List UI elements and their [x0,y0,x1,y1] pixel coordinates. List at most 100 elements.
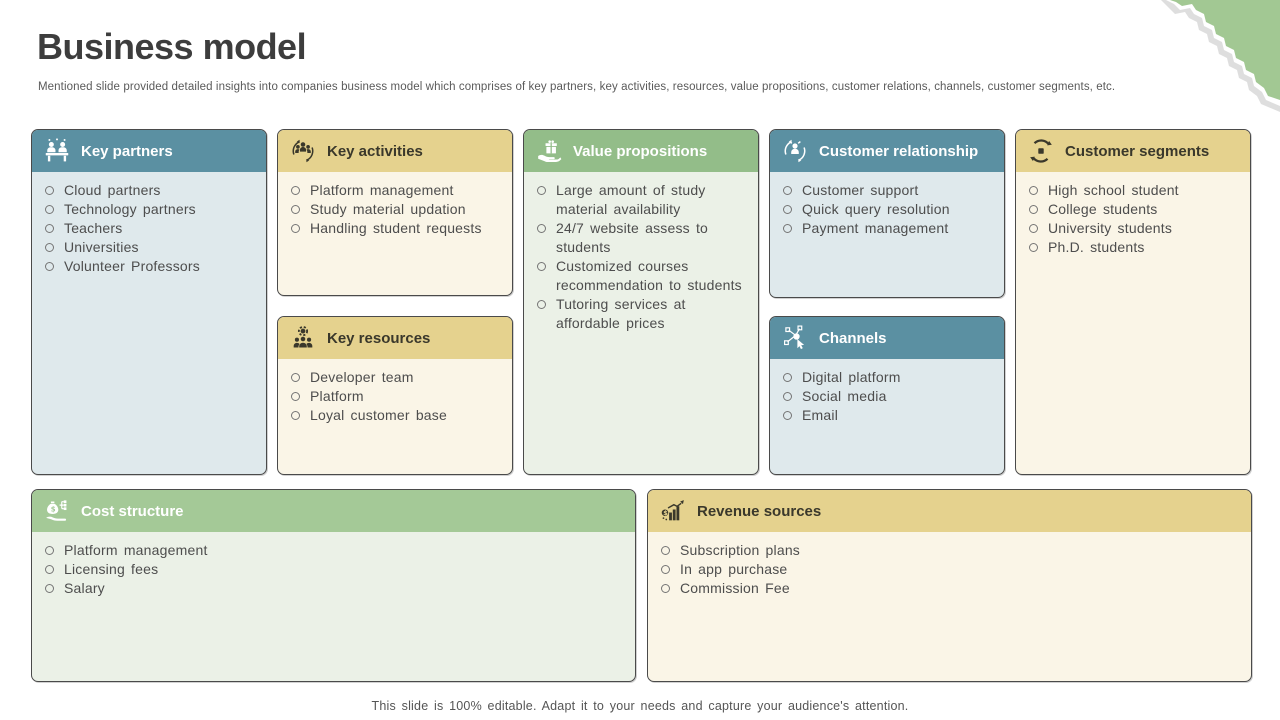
revenue-chart-icon: $ [659,497,687,525]
card-title: Revenue sources [697,502,822,520]
slide-subtitle: Mentioned slide provided detailed insigh… [38,81,1116,93]
list-item: Loyal customer base [291,406,504,425]
bullet-icon [783,373,792,382]
segmentation-icon [1027,137,1055,165]
bullet-icon [45,205,54,214]
footer-note: This slide is 100% editable. Adapt it to… [371,699,909,713]
card-title: Value propositions [573,142,708,160]
bullet-icon [291,411,300,420]
card-channels: Channels Digital platform Social media E… [769,316,1005,475]
list-item: Platform [291,387,504,406]
bullet-icon [537,262,546,271]
card-value-propositions: Value propositions Large amount of study… [523,129,759,475]
card-title: Customer segments [1065,142,1210,160]
list-item: Platform management [45,541,627,560]
bullet-icon [291,373,300,382]
channels-list: Digital platform Social media Email [770,359,1004,425]
bullet-icon [45,584,54,593]
hand-gift-icon [535,137,563,165]
revenue-sources-list: Subscription plans In app purchase Commi… [648,532,1251,598]
bullet-icon [45,262,54,271]
customer-segments-list: High school student College students Uni… [1016,172,1250,257]
bullet-icon [291,186,300,195]
bullet-icon [537,224,546,233]
list-item: Universities [45,238,258,257]
card-key-partners: Key partners Cloud partners Technology p… [31,129,267,475]
bullet-icon [1029,243,1038,252]
list-item: College students [1029,200,1242,219]
card-title: Key activities [327,142,423,160]
bullet-icon [537,300,546,309]
card-header-revenue-sources: $ Revenue sources [648,490,1251,532]
list-item: Ph.D. students [1029,238,1242,257]
card-customer-segments: Customer segments High school student Co… [1015,129,1251,475]
bullet-icon [45,565,54,574]
team-gear-icon [289,324,317,352]
bullet-icon [1029,186,1038,195]
customer-loop-icon [781,137,809,165]
svg-text:$: $ [663,509,668,517]
bullet-icon [537,186,546,195]
card-title: Channels [819,329,887,347]
bullet-icon [661,584,670,593]
list-item: Teachers [45,219,258,238]
list-item: Email [783,406,996,425]
card-title: Key partners [81,142,173,160]
bullet-icon [783,224,792,233]
list-item: Social media [783,387,996,406]
card-header-key-resources: Key resources [278,317,512,359]
list-item: Large amount of study material availabil… [537,181,750,219]
card-header-value-propositions: Value propositions [524,130,758,172]
list-item: Technology partners [45,200,258,219]
list-item: University students [1029,219,1242,238]
list-item: Subscription plans [661,541,1243,560]
list-item: 24/7 website assess to students [537,219,750,257]
bullet-icon [783,186,792,195]
bullet-icon [1029,224,1038,233]
bullet-icon [45,224,54,233]
card-header-cost-structure: $ Cost structure [32,490,635,532]
card-header-customer-relationship: Customer relationship [770,130,1004,172]
network-icon [781,324,809,352]
key-resources-list: Developer team Platform Loyal customer b… [278,359,512,425]
list-item: Commission Fee [661,579,1243,598]
bullet-icon [45,186,54,195]
list-item: Salary [45,579,627,598]
list-item: In app purchase [661,560,1243,579]
card-header-channels: Channels [770,317,1004,359]
svg-text:$: $ [51,506,56,514]
bullet-icon [291,205,300,214]
value-propositions-list: Large amount of study material availabil… [524,172,758,333]
card-header-key-activities: Key activities [278,130,512,172]
bullet-icon [291,224,300,233]
bullet-icon [661,565,670,574]
bullet-icon [1029,205,1038,214]
card-header-customer-segments: Customer segments [1016,130,1250,172]
bullet-icon [45,243,54,252]
card-title: Key resources [327,329,431,347]
cost-structure-list: Platform management Licensing fees Salar… [32,532,635,598]
list-item: Customized courses recommendation to stu… [537,257,750,295]
bullet-icon [783,411,792,420]
list-item: Quick query resolution [783,200,996,219]
list-item: Developer team [291,368,504,387]
list-item: Volunteer Professors [45,257,258,276]
customer-relationship-list: Customer support Quick query resolution … [770,172,1004,238]
card-header-key-partners: Key partners [32,130,266,172]
meeting-icon [43,137,71,165]
list-item: Payment management [783,219,996,238]
team-process-icon [289,137,317,165]
page-title: Business model [37,26,307,67]
key-partners-list: Cloud partners Technology partners Teach… [32,172,266,276]
bullet-icon [783,392,792,401]
list-item: Platform management [291,181,504,200]
torn-paper-corner [1136,0,1280,122]
key-activities-list: Platform management Study material updat… [278,172,512,238]
bullet-icon [783,205,792,214]
card-cost-structure: $ Cost structure Platform management Lic… [31,489,636,682]
card-title: Customer relationship [819,142,979,160]
bullet-icon [661,546,670,555]
bullet-icon [45,546,54,555]
list-item: Study material updation [291,200,504,219]
list-item: Licensing fees [45,560,627,579]
